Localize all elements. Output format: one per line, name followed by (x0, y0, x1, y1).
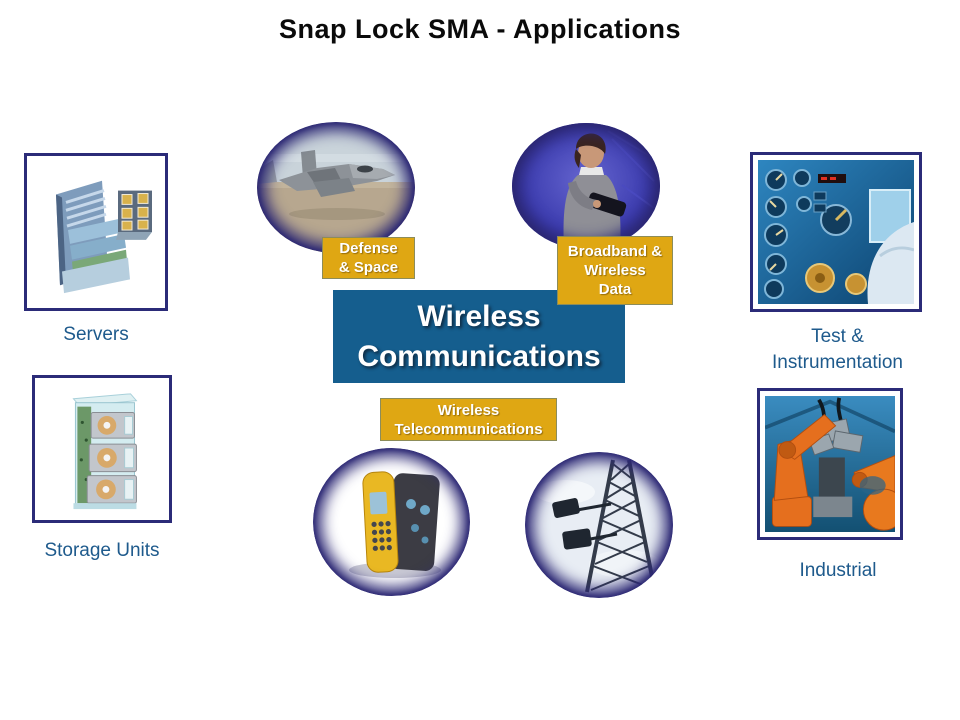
tower-oval-photo (525, 452, 673, 598)
telecom-tower-photo (525, 452, 673, 598)
defense-oval-photo (257, 122, 415, 253)
label-industrial: Industrial (799, 560, 877, 581)
wireless-communications-line2: Communications (357, 339, 601, 373)
fighter-jet-photo (257, 122, 415, 253)
wireless-communications-line1: Wireless (417, 299, 541, 333)
person-with-handheld-photo (512, 123, 660, 249)
server-hardware-photo (32, 161, 160, 303)
telecom-oval-photo (313, 448, 470, 596)
label-servers: Servers (63, 324, 129, 345)
storage-photo-frame (32, 375, 172, 523)
test-photo-frame (750, 152, 922, 312)
industrial-photo-frame (757, 388, 903, 540)
cockpit-instruments-photo (758, 160, 914, 304)
tag-wireless-telecommunications: Wireless Telecommunications (380, 398, 557, 441)
storage-rack-photo (40, 383, 164, 515)
wireless-communications-box: Wireless Communications (333, 290, 625, 383)
broadband-oval-photo (512, 123, 660, 249)
servers-photo-frame (24, 153, 168, 311)
industrial-robots-photo (765, 396, 895, 532)
label-test-instrumentation: Test & Instrumentation (772, 326, 903, 373)
tag-defense-space: Defense & Space (322, 237, 415, 279)
page-title: Snap Lock SMA - Applications (278, 14, 682, 44)
tag-broadband-wireless-data: Broadband & Wireless Data (557, 236, 673, 305)
handheld-test-phone-photo (313, 448, 470, 596)
label-storage-units: Storage Units (44, 540, 160, 561)
